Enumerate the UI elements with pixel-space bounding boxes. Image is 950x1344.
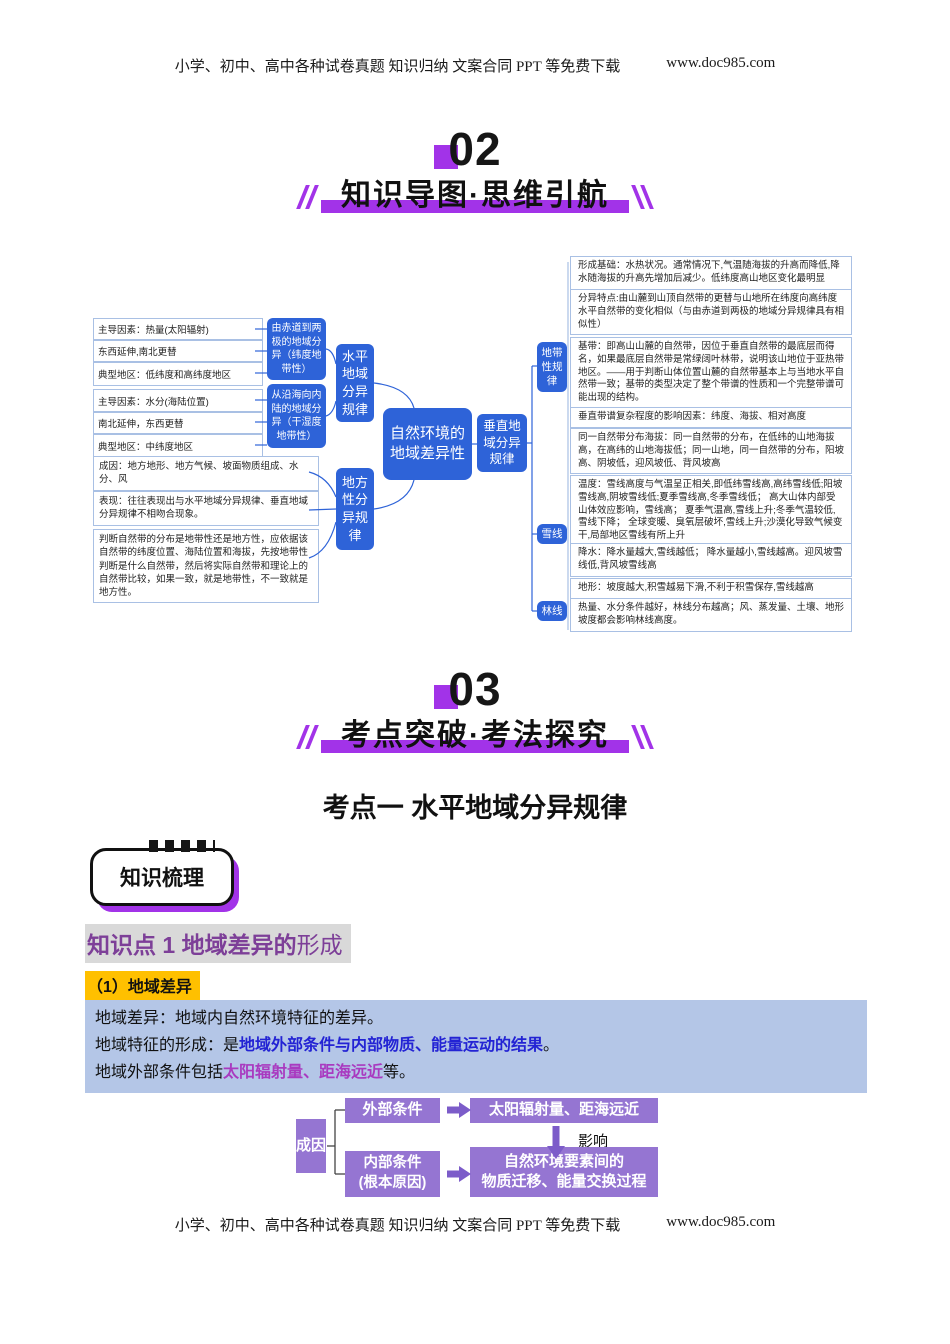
footer-promo-text: 小学、初中、高中各种试卷真题 知识归纳 文案合同 PPT 等免费下载 xyxy=(174,1218,621,1234)
section-03-title: 考点突破·考法探究 xyxy=(0,710,950,754)
mindmap-right-item: 分异特点:由山麓到山顶自然带的更替与山地所在纬度向高纬度水平自然带的变化相似（与… xyxy=(570,289,852,336)
mindmap-left-item: 南北延伸，东西更替 xyxy=(93,412,263,434)
mindmap-center-node: 自然环境的地域差异性 xyxy=(383,408,472,480)
block-line-2: 地域特征的形成：是地域外部条件与内部物质、能量运动的结果。 xyxy=(95,1037,560,1054)
mindmap-right-item: 降水：降水量越大,雪线越低； 降水量越小,雪线越高。迎风坡雪线低,背风坡雪线高 xyxy=(570,543,852,577)
title-underline-bar xyxy=(321,740,629,753)
mindmap-left-item: 东西延伸,南北更替 xyxy=(93,340,263,362)
section-02-number: 02 xyxy=(0,122,950,176)
page-footer: 小学、初中、高中各种试卷真题 知识归纳 文案合同 PPT 等免费下载 www.d… xyxy=(0,1214,950,1235)
mindmap-node-treeline-label: 林线 xyxy=(537,601,567,621)
subheading-regional-difference: （1）地域差异 xyxy=(85,971,200,1000)
sprocket-squares-icon xyxy=(149,840,215,852)
mindmap-left-item: 判断自然带的分布是地带性还是地方性，应依据该自然带的纬度位置、海陆位置和海拔，先… xyxy=(93,529,319,604)
mindmap-left-item: 典型地区：中纬度地区 xyxy=(93,434,263,458)
mindmap-node-snowline-label: 雪线 xyxy=(537,524,567,544)
mindmap-node-horizontal-rule: 水平地域分异规律 xyxy=(336,344,374,422)
mindmap-node-latitudinal: 由赤道到两极的地域分异（纬度地带性） xyxy=(267,318,326,380)
footer-site-url: www.doc985.com xyxy=(666,1214,776,1230)
header-site-url: www.doc985.com xyxy=(666,55,776,71)
flow-external-box: 外部条件 xyxy=(345,1098,440,1123)
mindmap-right-item: 同一自然带分布海拔：同一自然带的分布，在低纬的山地海拔高，在高纬的山地海拔低；同… xyxy=(570,428,852,475)
knowledge-point-heading: 知识点 1 地域差异的形成 xyxy=(85,924,351,963)
section-02-title: 知识导图·思维引航 xyxy=(0,170,950,214)
purple-square-icon xyxy=(434,145,459,169)
mindmap-left-item: 成因：地方地形、地方气候、坡面物质组成、水分、风 xyxy=(93,456,319,491)
right-slashes-icon xyxy=(631,725,654,750)
flow-internal-target-box: 自然环境要素间的物质迁移、能量交换过程 xyxy=(470,1147,658,1197)
mindmap-node-coastal: 从沿海向内陆的地域分异（干湿度地带性） xyxy=(267,384,326,448)
purple-square-icon xyxy=(434,685,459,709)
page-header: 小学、初中、高中各种试卷真题 知识归纳 文案合同 PPT 等免费下载 www.d… xyxy=(0,55,950,76)
flow-internal-box: 内部条件(根本原因) xyxy=(345,1151,440,1197)
right-slashes-icon xyxy=(631,185,654,210)
knowledge-point-regular: 形成 xyxy=(296,932,343,958)
left-slashes-icon xyxy=(296,725,319,750)
mindmap-right-item: 热量、水分条件越好，林线分布越高；风、蒸发量、土壤、地形坡度都会影响林线高度。 xyxy=(570,598,852,632)
header-promo-text: 小学、初中、高中各种试卷真题 知识归纳 文案合同 PPT 等免费下载 xyxy=(174,59,621,75)
section-title-text: 考点突破·考法探究 xyxy=(341,719,609,752)
flow-influence-label: 影响 xyxy=(578,1133,609,1150)
section-03-number: 03 xyxy=(0,662,950,716)
mindmap-node-vertical-rule: 垂直地域分异规律 xyxy=(477,414,527,472)
mindmap-right-item: 垂直带谱复杂程度的影响因素：纬度、海拔、相对高度 xyxy=(570,407,852,428)
topic-heading: 考点一 水平地域分异规律 xyxy=(322,793,628,823)
knowledge-review-badge: 知识梳理 xyxy=(90,840,234,906)
mindmap-left-item: 典型地区：低纬度和高纬度地区 xyxy=(93,362,263,386)
mindmap-left-item: 主导因素：热量(太阳辐射) xyxy=(93,318,263,340)
section-number-text: 02 xyxy=(448,123,502,175)
mindmap-right-item: 温度：雪线高度与气温呈正相关,即低纬雪线高,高纬雪线低;阳坡雪线高,阴坡雪线低;… xyxy=(570,475,852,548)
flow-external-target-box: 太阳辐射量、距海远近 xyxy=(470,1098,658,1123)
mindmap-left-item: 表现：往往表现出与水平地域分异规律、垂直地域分异规律不相吻合现象。 xyxy=(93,491,319,526)
emphasis-blue-text: 地域外部条件与内部物质、能量运动的结果 xyxy=(239,1037,544,1054)
highlight-text-block: 地域差异：地域内自然环境特征的差异。 地域特征的形成：是地域外部条件与内部物质、… xyxy=(85,1000,867,1093)
badge-label: 知识梳理 xyxy=(120,867,204,890)
emphasis-magenta-text: 太阳辐射量、距海远近 xyxy=(223,1064,384,1081)
mindmap-right-item: 基带：即高山山麓的自然带，因位于垂直自然带的最底层而得名，如果最底层自然带是常绿… xyxy=(570,337,852,410)
section-number-text: 03 xyxy=(448,663,502,715)
mindmap-right-item: 形成基础：水热状况。通常情况下,气温随海拔的升高而降低,降水随海拔的升高先增加后… xyxy=(570,256,852,290)
block-line-3: 地域外部条件包括太阳辐射量、距海远近等。 xyxy=(95,1064,416,1081)
knowledge-point-bold: 知识点 1 地域差异的 xyxy=(87,932,297,958)
left-slashes-icon xyxy=(296,185,319,210)
flow-cause-box: 成因 xyxy=(296,1119,326,1173)
mindmap-left-item: 主导因素：水分(海陆位置) xyxy=(93,389,263,412)
block-line-1: 地域差异：地域内自然环境特征的差异。 xyxy=(95,1010,384,1027)
mindmap-node-local-rule: 地方性分异规律 xyxy=(336,468,374,550)
section-title-text: 知识导图·思维引航 xyxy=(341,179,609,212)
title-underline-bar xyxy=(321,200,629,213)
mindmap-node-zonal-label: 地带性规律 xyxy=(537,342,567,392)
mindmap-right-item: 地形：坡度越大,积雪越易下滑,不利于积雪保存,雪线越高 xyxy=(570,578,852,599)
